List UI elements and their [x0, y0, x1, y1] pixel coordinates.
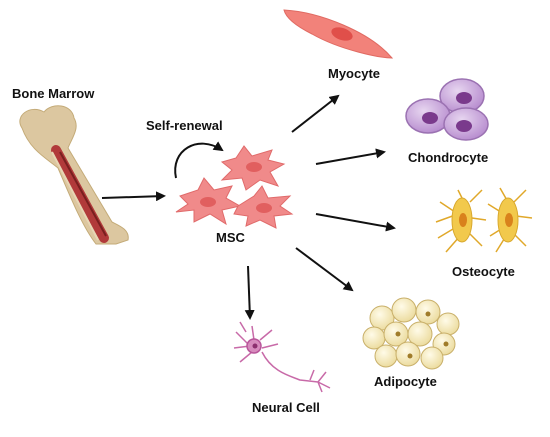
label-bone-marrow: Bone Marrow: [12, 86, 95, 101]
label-osteocyte: Osteocyte: [452, 264, 515, 279]
msc-cells: [175, 145, 294, 229]
label-msc: MSC: [216, 230, 245, 245]
bone-illustration: [19, 105, 129, 245]
label-self-renewal: Self-renewal: [146, 118, 223, 133]
arrow-msc-to-osteocyte: [315, 213, 396, 232]
arrow-msc-to-chondrocyte: [315, 148, 386, 165]
label-neural-cell: Neural Cell: [252, 400, 320, 415]
chondrocyte-cells: [405, 78, 489, 141]
arrow-msc-to-adipocyte: [295, 247, 354, 292]
label-myocyte: Myocyte: [328, 66, 381, 81]
myocyte-cell: [283, 9, 394, 59]
label-adipocyte: Adipocyte: [374, 374, 437, 389]
arrow-msc-to-myocyte: [291, 94, 340, 133]
self-renewal-arrow: [174, 141, 224, 179]
label-chondrocyte: Chondrocyte: [408, 150, 489, 165]
neural-cell: [233, 321, 331, 393]
osteocyte-cells: [435, 187, 533, 253]
adipocyte-cells: [362, 297, 460, 370]
arrow-msc-to-neural-cell: [244, 265, 255, 320]
arrow-bone-to-msc: [101, 191, 166, 202]
